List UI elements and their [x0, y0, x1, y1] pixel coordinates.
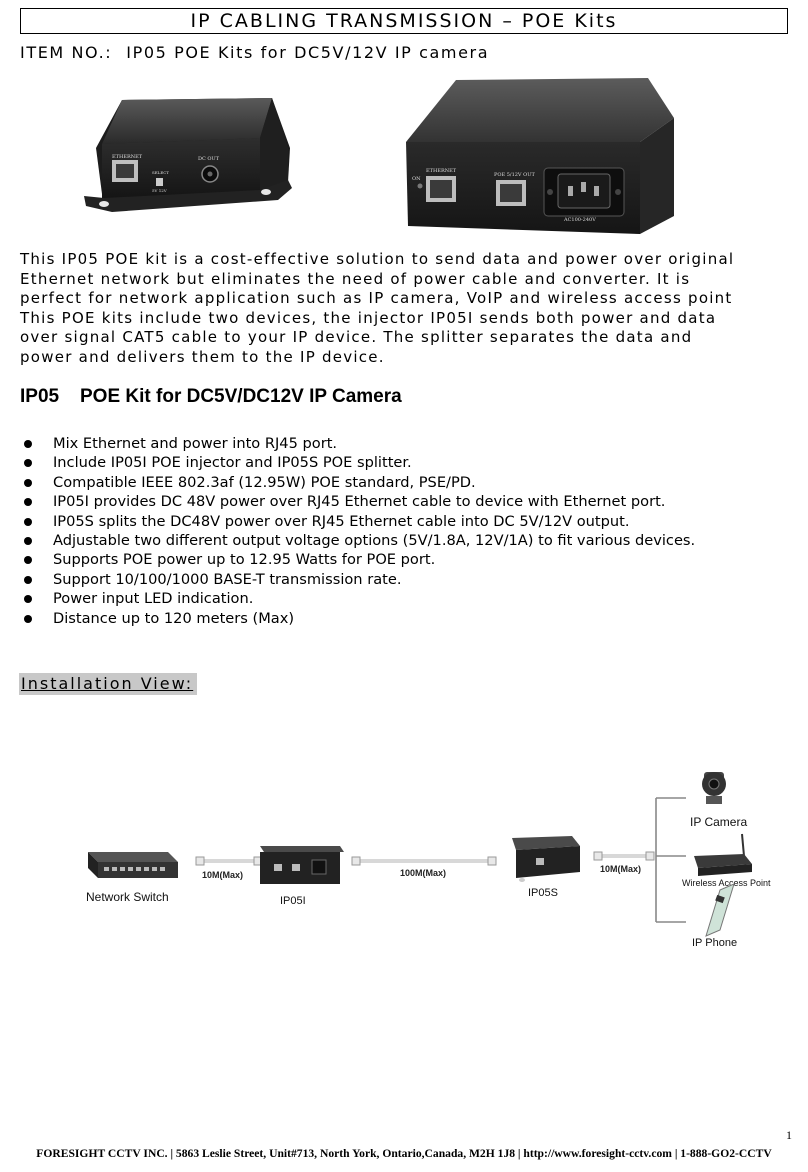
cable-icon [195, 856, 263, 866]
ip-camera-icon [702, 772, 726, 804]
splitter-dcout-label: DC OUT [198, 156, 220, 162]
bullet-icon [24, 536, 32, 545]
splitter-select-values: 5V 12V [152, 188, 167, 193]
list-item: Include IP05I POE injector and IP05S POE… [24, 453, 695, 472]
cable-2-length: 100M(Max) [400, 868, 446, 878]
section-code: IP05 [20, 386, 60, 407]
injector-poe-label: POE 5/12V OUT [494, 172, 535, 178]
feature-list: Mix Ethernet and power into RJ45 port. I… [24, 434, 695, 628]
splitter-label: IP05S [528, 887, 558, 899]
list-item: IP05S splits the DC48V power over RJ45 E… [24, 512, 695, 531]
injector-on-label: ON [412, 176, 421, 182]
bullet-icon [24, 595, 32, 604]
bullet-icon [24, 614, 32, 623]
injector-photo: ON ETHERNET POE 5/12V OUT AC100-240V [406, 78, 674, 234]
section-heading: IP05 POE Kit for DC5V/DC12V IP Camera [20, 386, 402, 408]
intro-line: This IP05 POE kit is a cost-effective so… [20, 250, 735, 268]
connection-bracket [655, 797, 686, 923]
intro-line: power and delivers them to the IP device… [20, 347, 385, 366]
injector-ethernet-label: ETHERNET [426, 168, 457, 174]
bullet-icon [24, 459, 32, 468]
ip-phone-icon [705, 883, 735, 937]
bullet-icon [24, 478, 32, 487]
bullet-icon [24, 556, 32, 565]
wireless-access-point-icon [694, 833, 752, 876]
splitter-icon [512, 836, 580, 882]
splitter-ethernet-label: ETHERNET [112, 154, 143, 160]
intro-paragraph: This IP05 POE kit is a cost-effective so… [20, 250, 790, 368]
cable-icon [351, 856, 497, 866]
injector-rating-label: AC100-240V [563, 217, 596, 223]
intro-line: over signal CAT5 cable to your IP device… [20, 328, 693, 347]
bullet-icon [24, 498, 32, 507]
bullet-icon [24, 575, 32, 584]
page-title: IP CABLING TRANSMISSION – POE Kits [20, 8, 788, 34]
page-number: 1 [786, 1128, 792, 1142]
list-item: Supports POE power up to 12.95 Watts for… [24, 550, 695, 569]
page-footer: FORESIGHT CCTV INC. | 5863 Leslie Street… [36, 1147, 772, 1160]
ip-camera-label: IP Camera [690, 815, 747, 829]
intro-line: Ethernet network but eliminates the need… [20, 269, 691, 288]
item-number-value: IP05 POE Kits for DC5V/12V IP camera [126, 43, 490, 62]
network-switch-icon [88, 852, 178, 878]
ip-phone-label: IP Phone [692, 937, 737, 949]
section-title: POE Kit for DC5V/DC12V IP Camera [80, 386, 402, 407]
intro-line: This POE kits include two devices, the i… [20, 308, 717, 327]
splitter-photo: ETHERNET SELECT 5V 12V DC OUT [84, 98, 292, 212]
list-item: Power input LED indication. [24, 589, 695, 608]
list-item: IP05I provides DC 48V power over RJ45 Et… [24, 492, 695, 511]
installation-diagram: Network Switch 10M(Max) IP05I 100M(Max) … [86, 772, 771, 949]
item-number-label: ITEM NO.: [20, 43, 113, 62]
list-item: Support 10/100/1000 BASE-T transmission … [24, 570, 695, 589]
splitter-select-label: SELECT [152, 170, 169, 175]
list-item: Mix Ethernet and power into RJ45 port. [24, 434, 695, 453]
access-point-label: Wireless Access Point [682, 878, 771, 888]
injector-icon [260, 846, 344, 884]
item-number: ITEM NO.: IP05 POE Kits for DC5V/12V IP c… [20, 43, 489, 62]
intro-line: perfect for network application such as … [20, 289, 733, 308]
cable-icon [593, 851, 655, 861]
installation-view-label: Installation View: [19, 673, 197, 695]
cable-1-length: 10M(Max) [202, 870, 243, 880]
list-item: Adjustable two different output voltage … [24, 531, 695, 550]
list-item: Distance up to 120 meters (Max) [24, 609, 695, 628]
cable-3-length: 10M(Max) [600, 864, 641, 874]
network-switch-label: Network Switch [86, 890, 169, 904]
list-item: Compatible IEEE 802.3af (12.95W) POE sta… [24, 473, 695, 492]
bullet-icon [24, 517, 32, 526]
injector-label: IP05I [280, 895, 306, 907]
bullet-icon [24, 440, 32, 448]
